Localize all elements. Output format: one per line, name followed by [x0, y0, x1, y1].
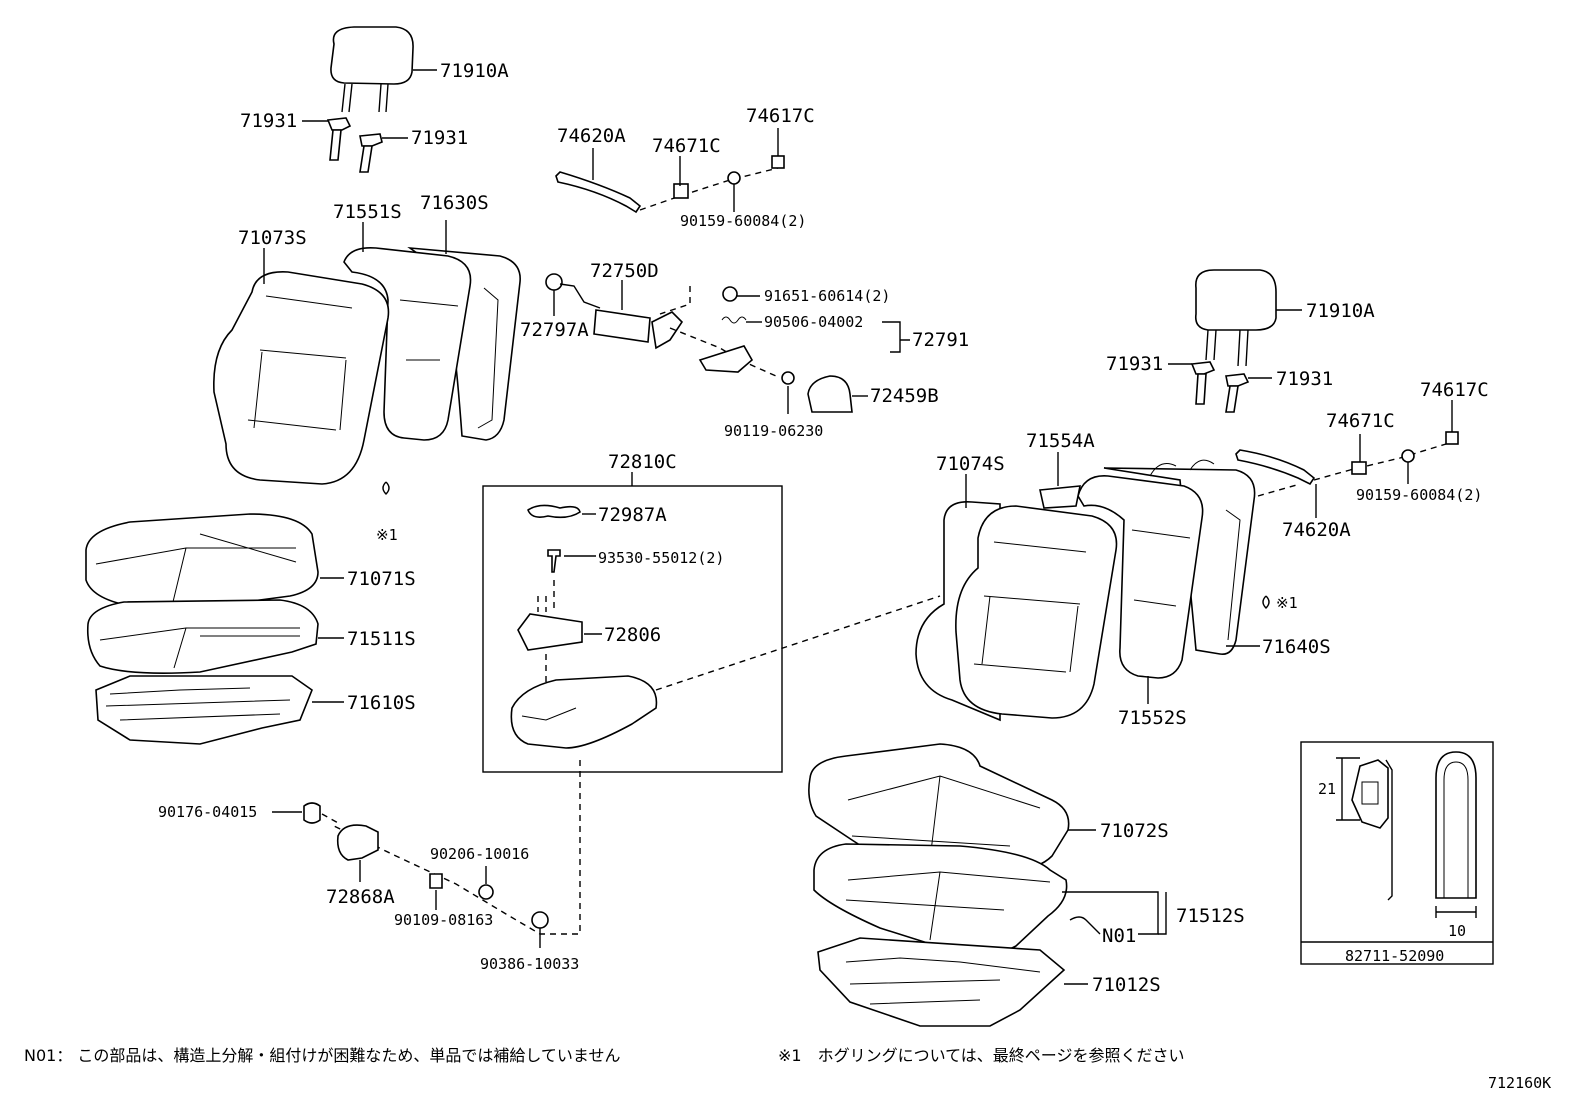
label-72868a: 72868A — [326, 886, 395, 908]
label-71551s: 71551S — [333, 201, 402, 223]
label-72987a: 72987A — [598, 504, 667, 526]
label-71931-left-a: 71931 — [240, 110, 297, 132]
hook-group-upper — [555, 128, 785, 214]
label-90109: 90109-08163 — [394, 911, 493, 929]
seat-back-left-drawing — [213, 220, 521, 495]
label-72459b: 72459B — [870, 385, 939, 407]
label-71640s: 71640S — [1262, 636, 1331, 658]
label-71910a-left: 71910A — [440, 60, 509, 82]
label-72750d: 72750D — [590, 260, 659, 282]
label-hog-ring-left: ※1 — [376, 526, 398, 544]
note-n01: N01： この部品は、構造上分解・組付けが困難なため、単品では補給していません — [24, 1046, 620, 1065]
label-71931-right-a: 71931 — [1106, 353, 1163, 375]
hardware-lower-left — [272, 802, 549, 948]
label-91651: 91651-60614(2) — [764, 287, 890, 305]
headrest-right-drawing — [1168, 269, 1302, 413]
label-90506: 90506-04002 — [764, 313, 863, 331]
detail-dim-height: 21 — [1318, 780, 1336, 798]
label-71073s: 71073S — [238, 227, 307, 249]
headrest-left-drawing — [302, 26, 437, 173]
label-90206: 90206-10016 — [430, 845, 529, 863]
label-hog-ring-right: ※1 — [1276, 594, 1298, 612]
label-72810c: 72810C — [608, 451, 677, 473]
detail-box — [1300, 741, 1494, 965]
hook-group-right — [1235, 400, 1459, 518]
detail-part-number: 82711-52090 — [1345, 947, 1444, 965]
label-74671c-upper: 74671C — [652, 135, 721, 157]
label-71511s: 71511S — [347, 628, 416, 650]
label-90119: 90119-06230 — [724, 422, 823, 440]
label-71512s: 71512S — [1176, 905, 1245, 927]
label-71552s: 71552S — [1118, 707, 1187, 729]
label-71931-right-b: 71931 — [1276, 368, 1333, 390]
label-74617c-upper: 74617C — [746, 105, 815, 127]
cushion-left-drawing — [85, 513, 344, 745]
label-71074s: 71074S — [936, 453, 1005, 475]
diagram-id: 712160K — [1488, 1074, 1551, 1092]
label-71630s: 71630S — [420, 192, 489, 214]
label-72806: 72806 — [604, 624, 661, 646]
label-74617c-right: 74617C — [1420, 379, 1489, 401]
label-n01: N01 — [1102, 925, 1136, 947]
label-71910a-right: 71910A — [1306, 300, 1375, 322]
label-90386: 90386-10033 — [480, 955, 579, 973]
label-90176: 90176-04015 — [158, 803, 257, 821]
label-71071s: 71071S — [347, 568, 416, 590]
recliner-group-drawing — [545, 273, 910, 414]
label-71554a: 71554A — [1026, 430, 1095, 452]
label-71931-left-b: 71931 — [411, 127, 468, 149]
cushion-right-drawing — [808, 743, 1167, 1027]
lever-box — [333, 472, 941, 935]
label-90159-upper: 90159-60084(2) — [680, 212, 806, 230]
label-72797a: 72797A — [520, 319, 589, 341]
label-90159-right: 90159-60084(2) — [1356, 486, 1482, 504]
label-93530: 93530-55012(2) — [598, 549, 724, 567]
label-71012s: 71012S — [1092, 974, 1161, 996]
detail-dim-width: 10 — [1448, 922, 1466, 940]
note-hog-ring: ※1 ホグリングについては、最終ページを参照ください — [778, 1046, 1184, 1065]
label-71072s: 71072S — [1100, 820, 1169, 842]
label-71610s: 71610S — [347, 692, 416, 714]
label-74671c-right: 74671C — [1326, 410, 1395, 432]
label-72791: 72791 — [912, 329, 969, 351]
label-74620a-upper: 74620A — [557, 125, 626, 147]
label-74620a-right: 74620A — [1282, 519, 1351, 541]
seat-back-right-drawing — [915, 452, 1270, 722]
